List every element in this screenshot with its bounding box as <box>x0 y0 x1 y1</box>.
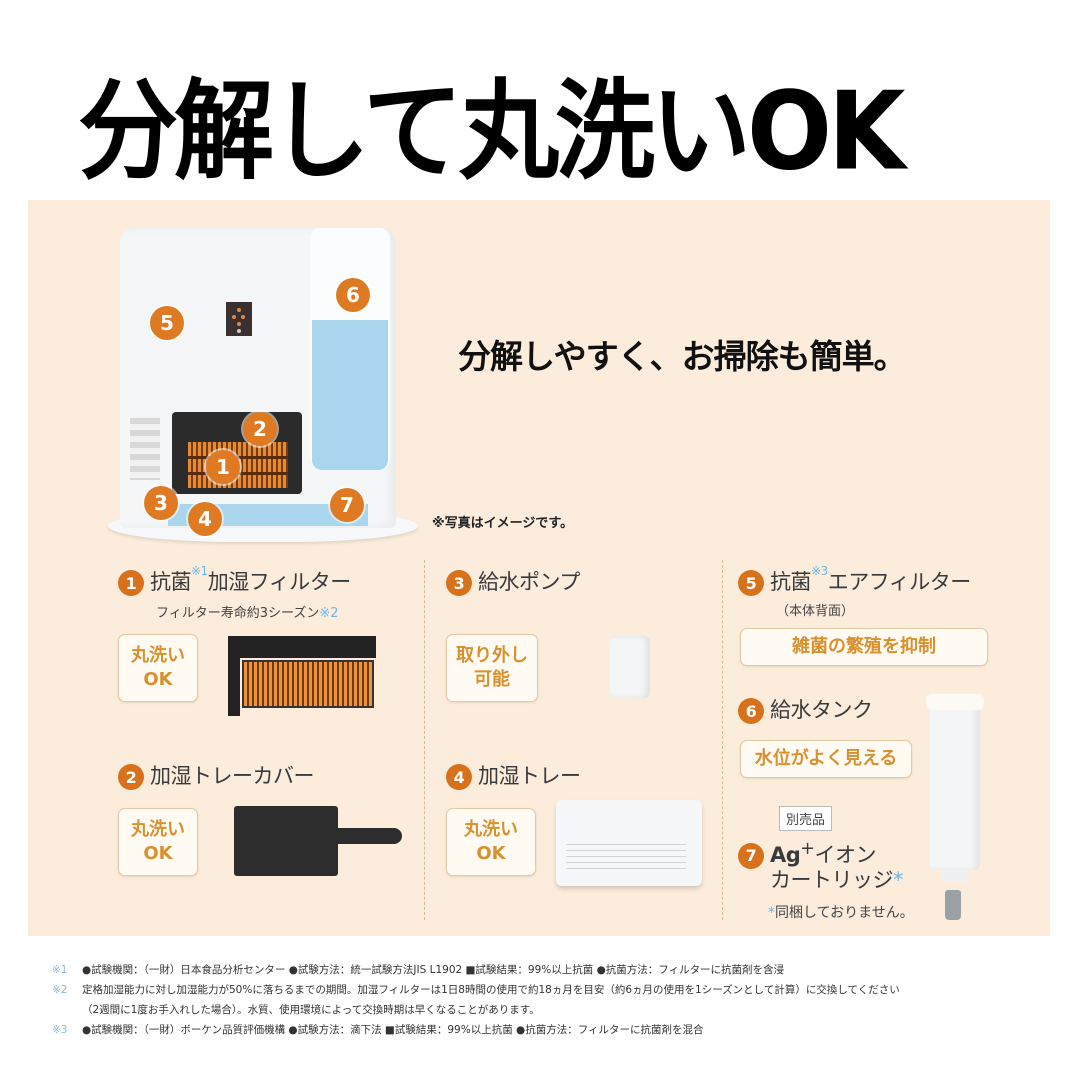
cartridge-label: カートリッジ <box>770 868 894 892</box>
footnote-row: （2週間に1度お手入れした場合）。水質、使用環境によって交換時期は早くなることが… <box>52 1000 900 1020</box>
footnote-row: ※3 ●試験機関：（一財）ボーケン品質評価機構 ●試験方法：滴下法 ■試験結果：… <box>52 1020 900 1040</box>
feature-line-1: 丸洗い <box>131 644 185 666</box>
marker-1: 1 <box>206 450 240 484</box>
footnote-mark: ※3 <box>52 1024 68 1036</box>
item-4-label: 加湿トレー <box>478 764 581 788</box>
footnote-text: （2週間に1度お手入れした場合）。水質、使用環境によって交換時期は早くなることが… <box>82 1004 540 1016</box>
number-badge-3: 3 <box>446 570 472 596</box>
feature-line-2: 可能 <box>474 669 510 690</box>
number-badge-6: 6 <box>738 698 764 724</box>
feature-line-1: 丸洗い <box>131 818 185 840</box>
ion-cartridge-image <box>945 890 961 920</box>
feature-line-2: OK <box>143 669 173 690</box>
number-badge-4: 4 <box>446 764 472 790</box>
asterisk-mark: * <box>893 868 904 892</box>
item-2-label: 加湿トレーカバー <box>150 764 315 788</box>
feature-badge-removable: 取り外し 可能 <box>446 634 538 702</box>
feature-badge-washable: 丸洗い OK <box>118 634 198 702</box>
number-badge-2: 2 <box>118 764 144 790</box>
marker-4: 4 <box>188 502 222 536</box>
marker-2: 2 <box>243 412 277 446</box>
filter-life-note: フィルター寿命約3シーズン <box>156 606 320 621</box>
not-included-note: *同梱しておりません。 <box>768 902 914 922</box>
feature-line-1: 丸洗い <box>464 818 518 840</box>
item-6-label: 給水タンク <box>770 698 873 722</box>
water-tank-image <box>926 694 984 882</box>
footnote-row: ※1 ●試験機関：（一財）日本食品分析センター ●試験方法：統一試験方法JIS … <box>52 960 900 980</box>
footnote-text: 定格加湿能力に対し加湿能力が50%に落ちるまでの期間。加湿フィルターは1日8時間… <box>82 984 900 996</box>
feature-line-1: 取り外し <box>456 644 528 666</box>
tank-water-level <box>312 320 388 470</box>
feature-badge-washable: 丸洗い OK <box>446 808 536 876</box>
plus-sup: + <box>800 839 815 859</box>
footnote-mark: ※2 <box>52 984 68 996</box>
marker-6: 6 <box>336 278 370 312</box>
headline: 分解して丸洗いOK <box>78 68 905 195</box>
tray-cover-image <box>228 806 408 876</box>
item-5-note: （本体背面） <box>776 604 855 619</box>
footnote-text: ●試験機関：（一財）ボーケン品質評価機構 ●試験方法：滴下法 ■試験結果：99%… <box>82 1024 704 1036</box>
feature-badge-visible-level: 水位がよく見える <box>740 740 912 778</box>
item-3-label: 給水ポンプ <box>478 570 580 594</box>
not-included-text: 同梱しておりません。 <box>775 905 914 921</box>
footnote-mark: ※1 <box>52 964 68 976</box>
number-badge-1: 1 <box>118 570 144 596</box>
feature-badge-washable: 丸洗い OK <box>118 808 198 876</box>
filter-unit-shape <box>172 412 302 494</box>
column-divider <box>722 560 723 920</box>
number-badge-5: 5 <box>738 570 764 596</box>
item-1-title-b: 加湿フィルター <box>207 570 352 594</box>
brand-logo-icon <box>226 302 252 336</box>
column-divider <box>424 560 425 920</box>
marker-7: 7 <box>330 488 364 522</box>
footnotes: ※1 ●試験機関：（一財）日本食品分析センター ●試験方法：統一試験方法JIS … <box>52 960 900 1040</box>
reference-mark: ※1 <box>191 564 208 578</box>
item-5-title-a: 抗菌 <box>770 570 812 594</box>
sold-separately-tag: 別売品 <box>779 806 833 831</box>
photo-note: ※写真はイメージです。 <box>432 516 574 531</box>
humidifying-filter-image <box>228 636 376 716</box>
humidifier-illustration: 5 6 2 1 3 4 7 <box>108 222 418 547</box>
water-pump-image <box>610 636 650 698</box>
item-1-note: フィルター寿命約3シーズン※2 <box>156 602 339 621</box>
ag-label: Ag <box>770 843 801 867</box>
reference-mark: ※2 <box>319 606 339 621</box>
feature-badge-antibacterial: 雑菌の繁殖を抑制 <box>740 628 988 666</box>
humidifying-tray-image <box>556 800 702 886</box>
feature-line-2: OK <box>143 843 173 864</box>
number-badge-7: 7 <box>738 843 764 869</box>
reference-mark: ※3 <box>811 564 828 578</box>
footnote-mark <box>52 1000 82 1020</box>
feature-line-2: OK <box>476 843 506 864</box>
asterisk-mark: * <box>768 905 775 921</box>
footnote-text: ●試験機関：（一財）日本食品分析センター ●試験方法：統一試験方法JIS L19… <box>82 964 785 976</box>
side-grill <box>130 418 160 480</box>
item-5-title-b: エアフィルター <box>827 570 972 594</box>
ion-label: イオン <box>814 843 876 867</box>
item-1-title-a: 抗菌 <box>150 570 192 594</box>
marker-5: 5 <box>150 306 184 340</box>
marker-3: 3 <box>144 486 178 520</box>
footnote-row: ※2 定格加湿能力に対し加湿能力が50%に落ちるまでの期間。加湿フィルターは1日… <box>52 980 900 1000</box>
subheadline: 分解しやすく、お掃除も簡単。 <box>458 337 907 376</box>
